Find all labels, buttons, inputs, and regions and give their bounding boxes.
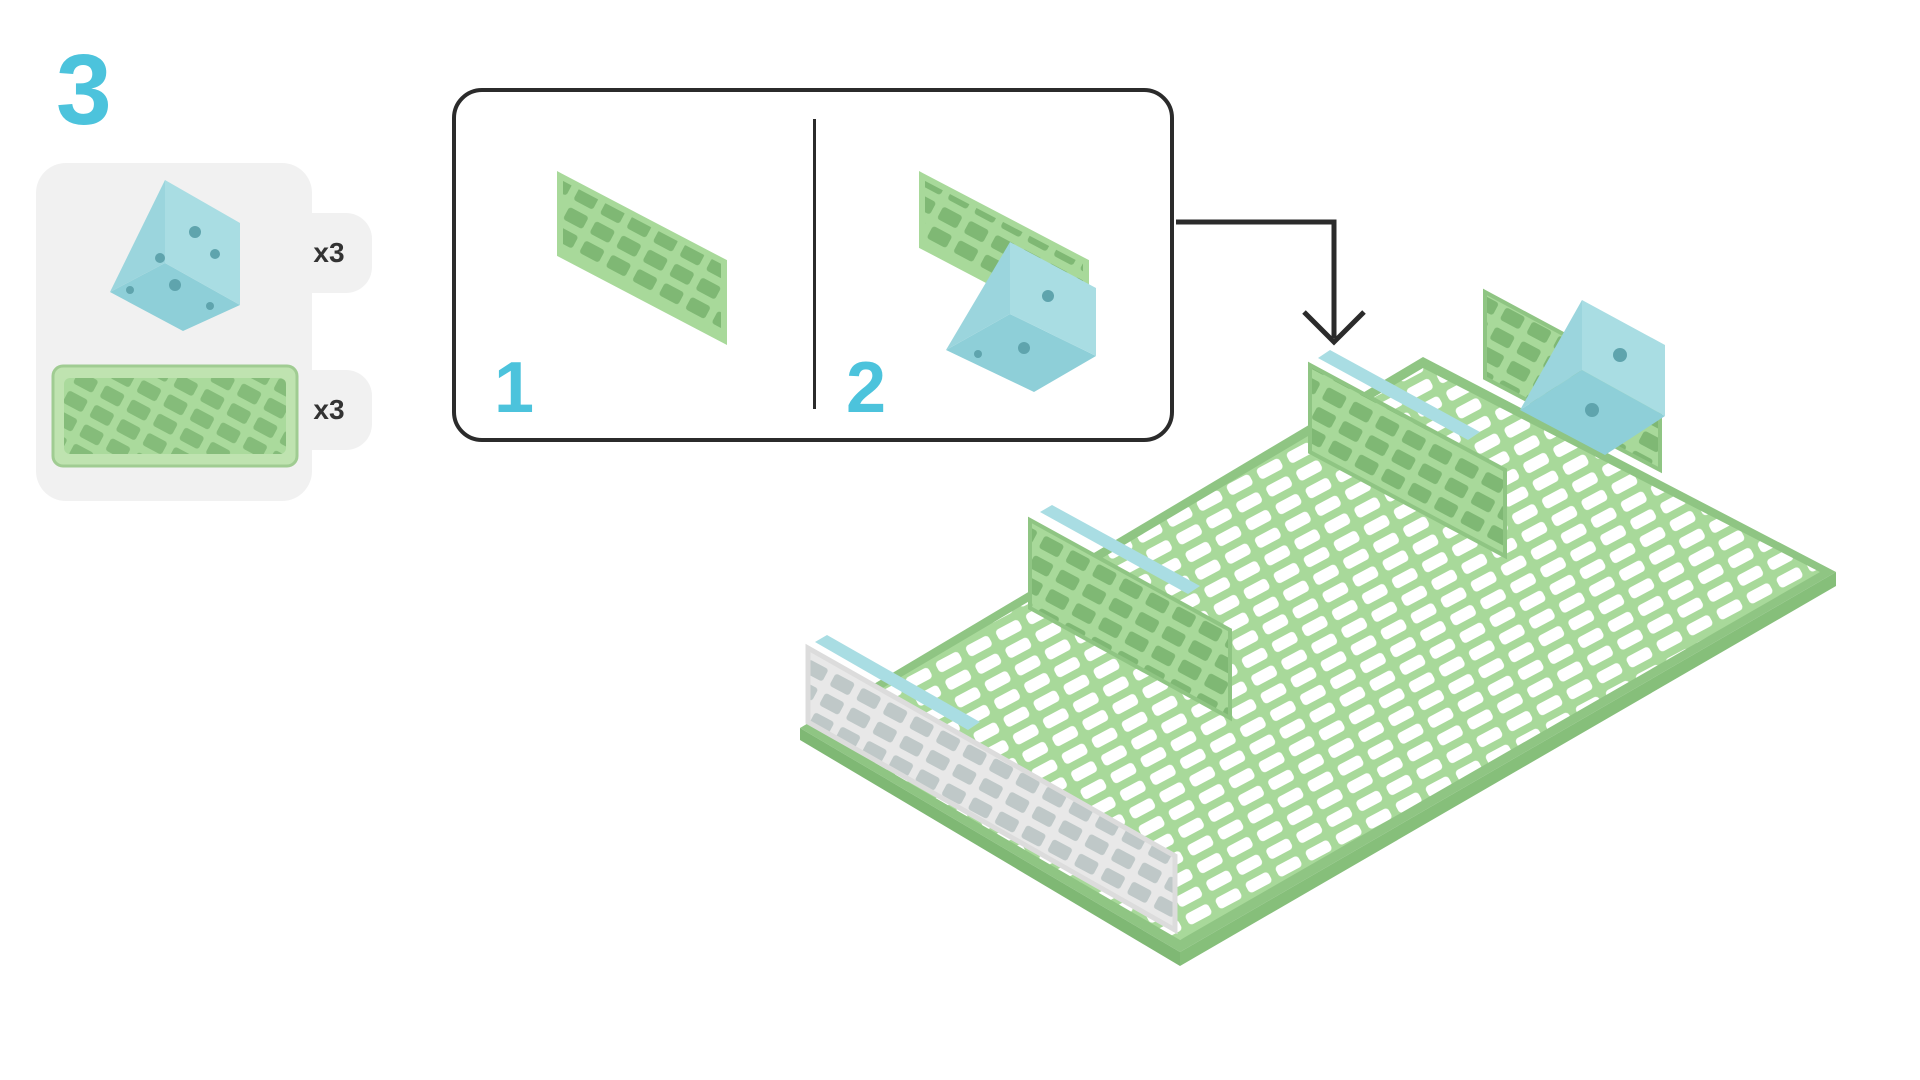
rear-wall-assembly (1483, 288, 1665, 474)
middle-wall-assembly (1308, 350, 1507, 560)
substep-1-plate (557, 171, 727, 345)
bracket-quantity: x3 (313, 237, 345, 268)
step-number: 3 (56, 34, 112, 146)
bracket-part-icon (110, 180, 240, 331)
callout-divider (813, 119, 816, 409)
callout-box: 1 2 (452, 88, 1174, 442)
qty-tab-bracket: x3 (300, 213, 372, 293)
substep-2-assembly (919, 171, 1096, 392)
white-front-panel (805, 635, 1178, 935)
arrow-down-icon (1302, 310, 1366, 346)
plate-part-icon (51, 364, 299, 468)
front-wall-assembly (1028, 505, 1232, 722)
callout-arrow (1176, 219, 1366, 346)
substep-1-label: 1 (494, 348, 535, 428)
plate-quantity: x3 (313, 394, 345, 425)
qty-tab-plate: x3 (300, 370, 372, 450)
callout-illustrations (557, 171, 1096, 392)
substep-2-label: 2 (846, 348, 887, 428)
